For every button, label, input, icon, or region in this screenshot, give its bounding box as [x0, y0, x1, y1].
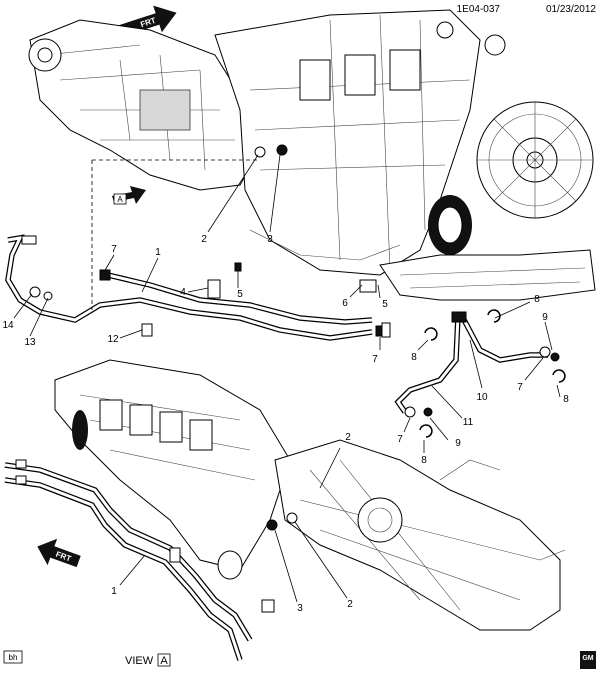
view-a-arrow-label: A [117, 195, 123, 204]
callout-top-10: 10 [476, 392, 488, 403]
view-letter: A [160, 655, 168, 667]
callout-top-7b: 7 [372, 354, 378, 365]
callout-top-7c: 7 [517, 382, 523, 393]
callout-top-14: 14 [2, 320, 14, 331]
callout-top-9b: 9 [455, 438, 461, 449]
view-letter-box [157, 653, 171, 667]
top-engine-block [214, 9, 506, 276]
initials: bh [9, 653, 18, 662]
callout-top-8b: 8 [411, 352, 417, 363]
top-fittings [254, 144, 288, 158]
view-a-lines [394, 309, 566, 438]
callout-top-7d: 7 [397, 434, 403, 445]
callout-top-5a: 5 [237, 289, 243, 300]
callout-top-9a: 9 [542, 312, 548, 323]
bottom-cooler-line-1 [4, 459, 298, 661]
callout-bot-1: 1 [111, 586, 117, 597]
diagram-date: 01/23/2012 [546, 4, 596, 15]
callout-top-1: 1 [155, 247, 161, 258]
callout-bot-2: 2 [347, 599, 353, 610]
top-cooler-line-1 [5, 234, 391, 341]
callout-top-12: 12 [107, 334, 119, 345]
callout-top-6: 6 [342, 298, 348, 309]
view-a-arrow: A [112, 186, 146, 205]
callout-top-2: 2 [201, 234, 207, 245]
view-guide-lines [91, 159, 260, 310]
bottom-engine [54, 359, 291, 580]
callout-top-8c: 8 [563, 394, 569, 405]
front-arrow-bottom: FRT [37, 538, 81, 568]
top-flywheel [428, 101, 594, 255]
initials-box [3, 650, 23, 664]
bottom-transmission [274, 439, 566, 631]
top-oil-pan [379, 249, 596, 301]
callout-top-11: 11 [463, 417, 474, 428]
gm-logo: GM [580, 651, 596, 669]
view-label: VIEW [125, 655, 154, 667]
callout-top-8d: 8 [421, 455, 427, 466]
leader-lines [13, 154, 561, 603]
callout-bot-2a: 2 [345, 432, 351, 443]
callout-top-4: 4 [180, 287, 186, 298]
callout-top-8a: 8 [534, 294, 540, 305]
callout-top-7a: 7 [111, 244, 117, 255]
callout-top-3: 3 [267, 234, 273, 245]
callout-top-5b: 5 [382, 299, 388, 310]
top-transmission-housing [28, 19, 261, 191]
callout-bot-3: 3 [297, 603, 303, 614]
callout-top-13: 13 [24, 337, 36, 348]
gm-logo-text: GM [582, 655, 593, 662]
diagram-id: 1E04-037 [457, 4, 501, 15]
